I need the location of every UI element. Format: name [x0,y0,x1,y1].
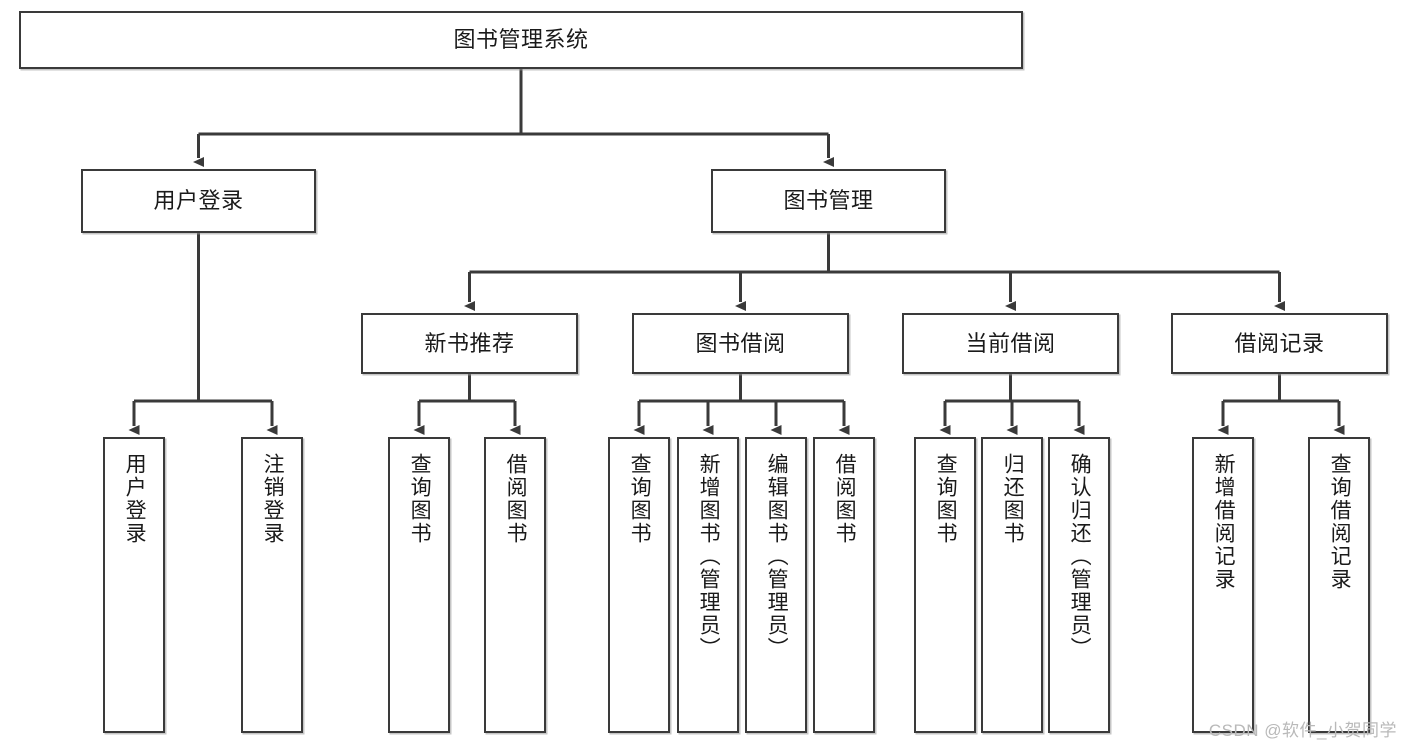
node-label: 当前借阅 [965,330,1056,356]
node-label: 查询借阅记录 [1328,453,1352,591]
node-borrow-record[interactable]: 借阅记录 [1171,313,1388,374]
node-label: 查询图书 [408,453,432,545]
node-leaf-edit-book[interactable]: 编辑图书（管理员） [745,437,807,733]
node-leaf-borrow-book-2[interactable]: 借阅图书 [813,437,875,733]
node-leaf-logout[interactable]: 注销登录 [241,437,303,733]
node-label: 图书管理系统 [453,27,589,53]
node-label: 查询图书 [934,453,958,545]
watermark-text: CSDN @软件_小贺同学 [1208,721,1397,740]
node-leaf-query-book-3[interactable]: 查询图书 [914,437,976,733]
node-label: 用户登录 [153,188,244,214]
node-label: 图书管理 [783,188,874,214]
node-book-manage[interactable]: 图书管理 [711,169,946,233]
node-leaf-borrow-book-1[interactable]: 借阅图书 [484,437,546,733]
node-label: 新增图书（管理员） [697,453,721,660]
node-label: 确认归还（管理员） [1068,453,1092,660]
node-leaf-query-book-1[interactable]: 查询图书 [388,437,450,733]
node-label: 借阅图书 [833,453,857,545]
node-label: 查询图书 [628,453,652,545]
node-label: 新增借阅记录 [1212,453,1236,591]
node-label: 借阅图书 [504,453,528,545]
node-leaf-add-record[interactable]: 新增借阅记录 [1192,437,1254,733]
node-leaf-return-book[interactable]: 归还图书 [981,437,1043,733]
node-book-borrow[interactable]: 图书借阅 [632,313,849,374]
node-leaf-confirm-return[interactable]: 确认归还（管理员） [1048,437,1110,733]
node-label: 新书推荐 [424,330,515,356]
node-label: 借阅记录 [1234,330,1325,356]
node-leaf-query-book-2[interactable]: 查询图书 [608,437,670,733]
node-root[interactable]: 图书管理系统 [19,11,1023,69]
node-leaf-user-login[interactable]: 用户登录 [103,437,165,733]
node-label: 注销登录 [261,453,285,545]
node-user-login[interactable]: 用户登录 [81,169,316,233]
node-label: 编辑图书（管理员） [765,453,789,660]
node-new-book-rec[interactable]: 新书推荐 [361,313,578,374]
node-label: 用户登录 [123,453,147,545]
node-label: 图书借阅 [695,330,786,356]
node-leaf-query-record[interactable]: 查询借阅记录 [1308,437,1370,733]
node-leaf-add-book[interactable]: 新增图书（管理员） [677,437,739,733]
node-label: 归还图书 [1001,453,1025,545]
node-current-borrow[interactable]: 当前借阅 [902,313,1119,374]
